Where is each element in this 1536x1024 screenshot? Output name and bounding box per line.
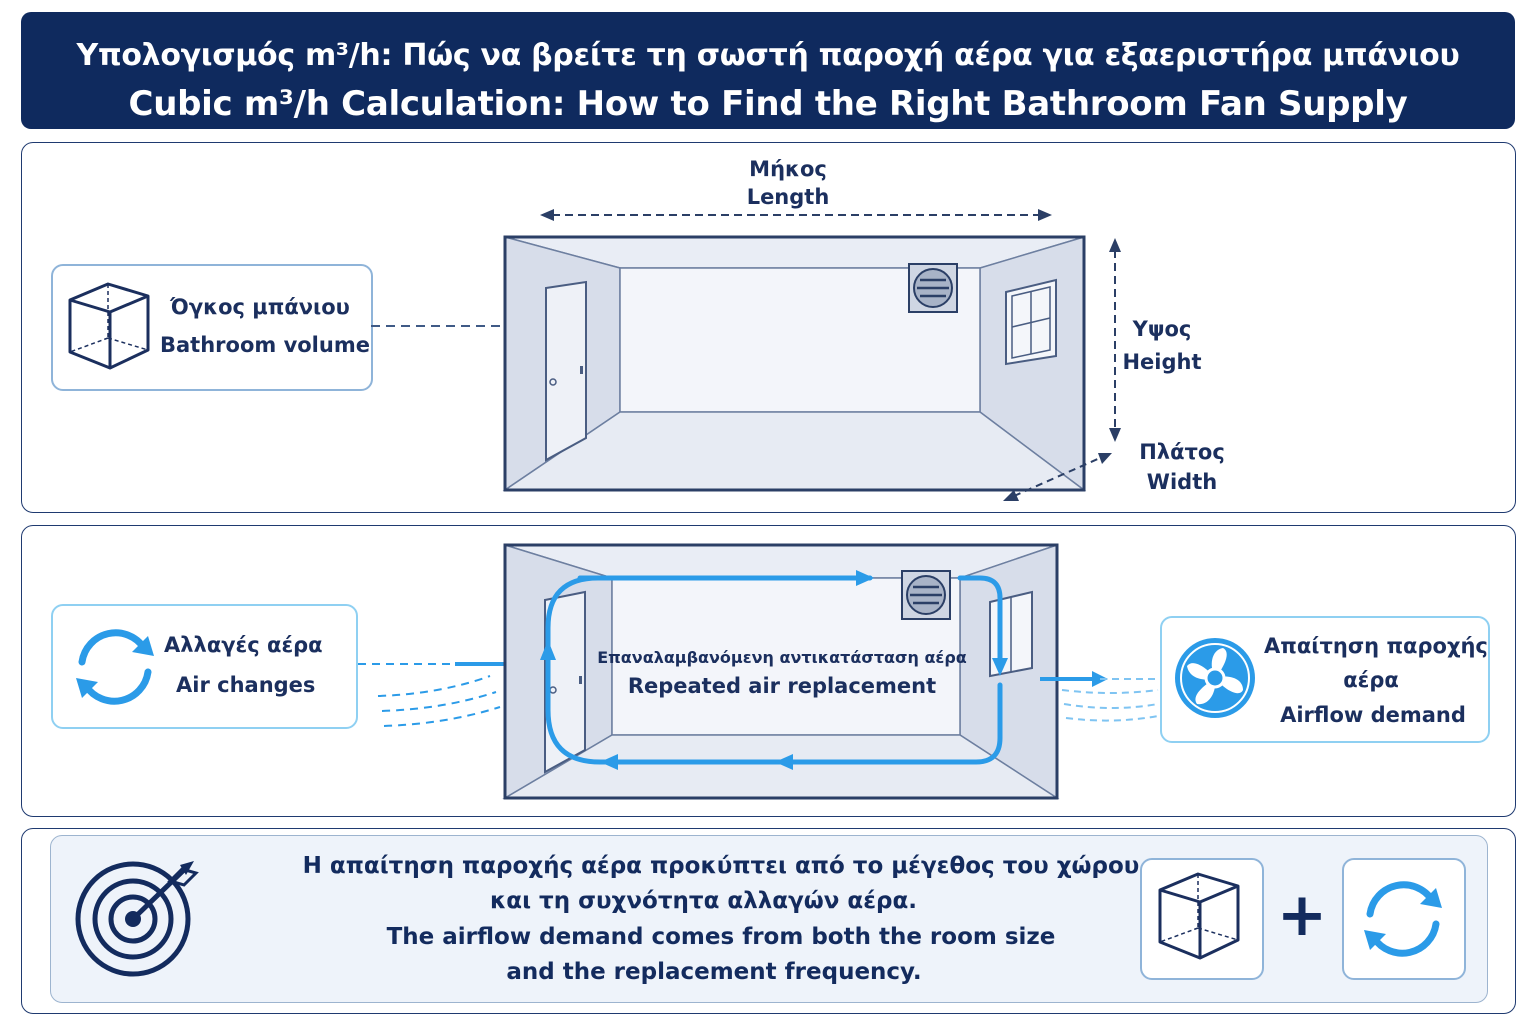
summary-line-2: και τη συχνότητα αλλαγών αέρα. bbox=[489, 888, 918, 914]
target-icon bbox=[75, 861, 199, 977]
header-banner: Υπολογισμός m³/h: Πώς να βρείτε τη σωστή… bbox=[21, 12, 1515, 129]
width-label-en: Width bbox=[1146, 470, 1218, 494]
window-icon bbox=[1005, 278, 1057, 366]
plus-sign: + bbox=[1276, 880, 1328, 950]
width-label-el: Πλάτος bbox=[1139, 440, 1225, 464]
fan-icon bbox=[1175, 638, 1255, 718]
air-changes-card bbox=[51, 604, 358, 729]
repeated-air-label-en: Repeated air replacement bbox=[627, 674, 937, 698]
cube-icon bbox=[1158, 872, 1240, 960]
title-greek: Υπολογισμός m³/h: Πώς να βρείτε τη σωστή… bbox=[76, 38, 1460, 73]
cube-icon bbox=[68, 282, 150, 370]
cycle-arrows-icon bbox=[76, 629, 154, 705]
bathroom-volume-label-el: Όγκος μπάνιου bbox=[170, 295, 350, 319]
height-label-en: Height bbox=[1122, 350, 1202, 374]
room-diagram-airflow bbox=[358, 543, 1159, 800]
summary-cycle-card bbox=[1342, 858, 1466, 980]
bathroom-volume-label-en: Bathroom volume bbox=[160, 333, 370, 357]
summary-line-1: Η απαίτηση παροχής αέρα προκύπτει από το… bbox=[302, 853, 1140, 879]
air-changes-label-el: Αλλαγές αέρα bbox=[164, 633, 323, 657]
airflow-demand-label-en: Airflow demand bbox=[1280, 703, 1466, 727]
height-arrow bbox=[1109, 238, 1121, 442]
airflow-demand-label-el-2: αέρα bbox=[1343, 668, 1399, 692]
fan-vent-icon bbox=[908, 263, 958, 313]
airflow-demand-label-el-1: Απαίτηση παροχής bbox=[1264, 634, 1488, 658]
length-label-en: Length bbox=[746, 185, 830, 209]
length-label-el: Μήκος bbox=[749, 157, 827, 181]
width-arrow bbox=[1003, 453, 1112, 501]
length-arrow bbox=[540, 209, 1052, 221]
room-diagram-top bbox=[371, 209, 1121, 501]
summary-line-4: and the replacement frequency. bbox=[506, 959, 922, 985]
cycle-arrows-icon bbox=[1364, 881, 1442, 957]
repeated-air-label-el: Επαναλαμβανόμενη αντικατάσταση αέρα bbox=[597, 648, 967, 667]
height-label-el: Υψος bbox=[1132, 317, 1192, 341]
summary-line-3: The airflow demand comes from both the r… bbox=[386, 924, 1056, 950]
air-changes-label-en: Air changes bbox=[176, 673, 316, 697]
title-english: Cubic m³/h Calculation: How to Find the … bbox=[128, 84, 1408, 124]
